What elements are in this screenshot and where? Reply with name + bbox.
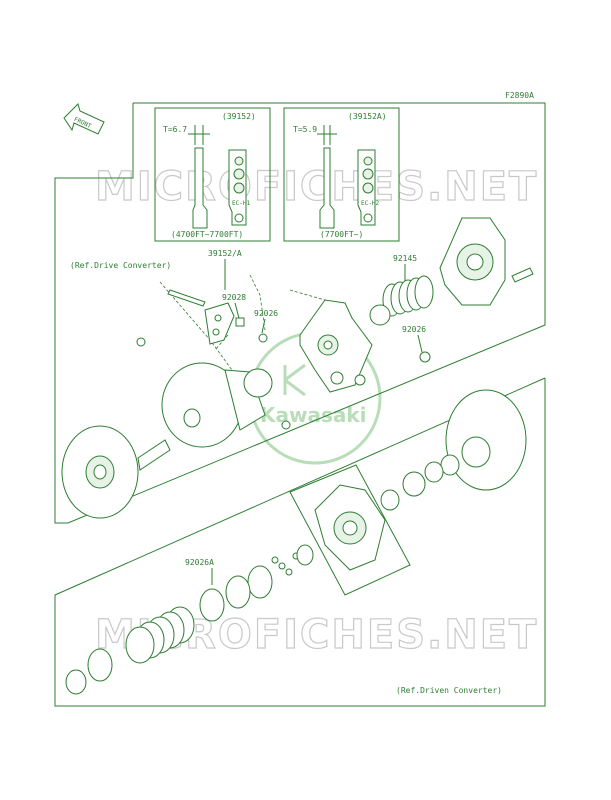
ref-driven-converter: (Ref.Driven Converter) xyxy=(396,686,502,695)
fixed-sheave xyxy=(61,425,171,519)
part-92145: 92145 xyxy=(393,254,417,263)
front-arrow-icon: FRONT xyxy=(63,103,105,135)
inset-right-thickness: T=5.9 xyxy=(293,125,317,134)
cover-plate xyxy=(439,217,534,306)
spider-weight-part xyxy=(167,289,245,345)
svg-text:Kawasaki: Kawasaki xyxy=(260,403,367,427)
inset-left-range: (4700FT~7700FT) xyxy=(171,230,243,239)
drive-frame xyxy=(54,102,546,524)
driven-spring xyxy=(125,606,195,664)
inset-left-thickness: T=6.7 xyxy=(163,125,187,134)
inset-left-marking: EC-H1 xyxy=(232,200,250,207)
ref-drive-converter: (Ref.Drive Converter) xyxy=(70,261,171,270)
inset-right-marking: EC-H2 xyxy=(361,200,379,207)
inset-right-part-no: (39152A) xyxy=(348,112,387,121)
part-92026-right: 92026 xyxy=(402,325,426,334)
spring-92145 xyxy=(382,275,434,317)
spider-part xyxy=(299,299,373,393)
driven-fixed-sheave xyxy=(445,389,527,491)
inset-39152a xyxy=(283,107,400,242)
figure-code: F2890A xyxy=(505,91,534,100)
part-39152: 39152/A xyxy=(208,249,242,258)
inset-left-part-no: (39152) xyxy=(222,112,256,121)
movable-sheave xyxy=(161,362,266,448)
part-92026-upper: 92026 xyxy=(254,309,278,318)
watermark-top: MICROFICHES.NET xyxy=(95,164,538,210)
inset-right-range: (7700FT~) xyxy=(320,230,363,239)
driven-frame xyxy=(54,377,546,707)
part-92026A: 92026A xyxy=(185,558,214,567)
inset-39152 xyxy=(154,107,271,242)
part-92028: 92028 xyxy=(222,293,246,302)
ramp-part xyxy=(314,484,386,571)
ramp-box xyxy=(289,464,411,596)
